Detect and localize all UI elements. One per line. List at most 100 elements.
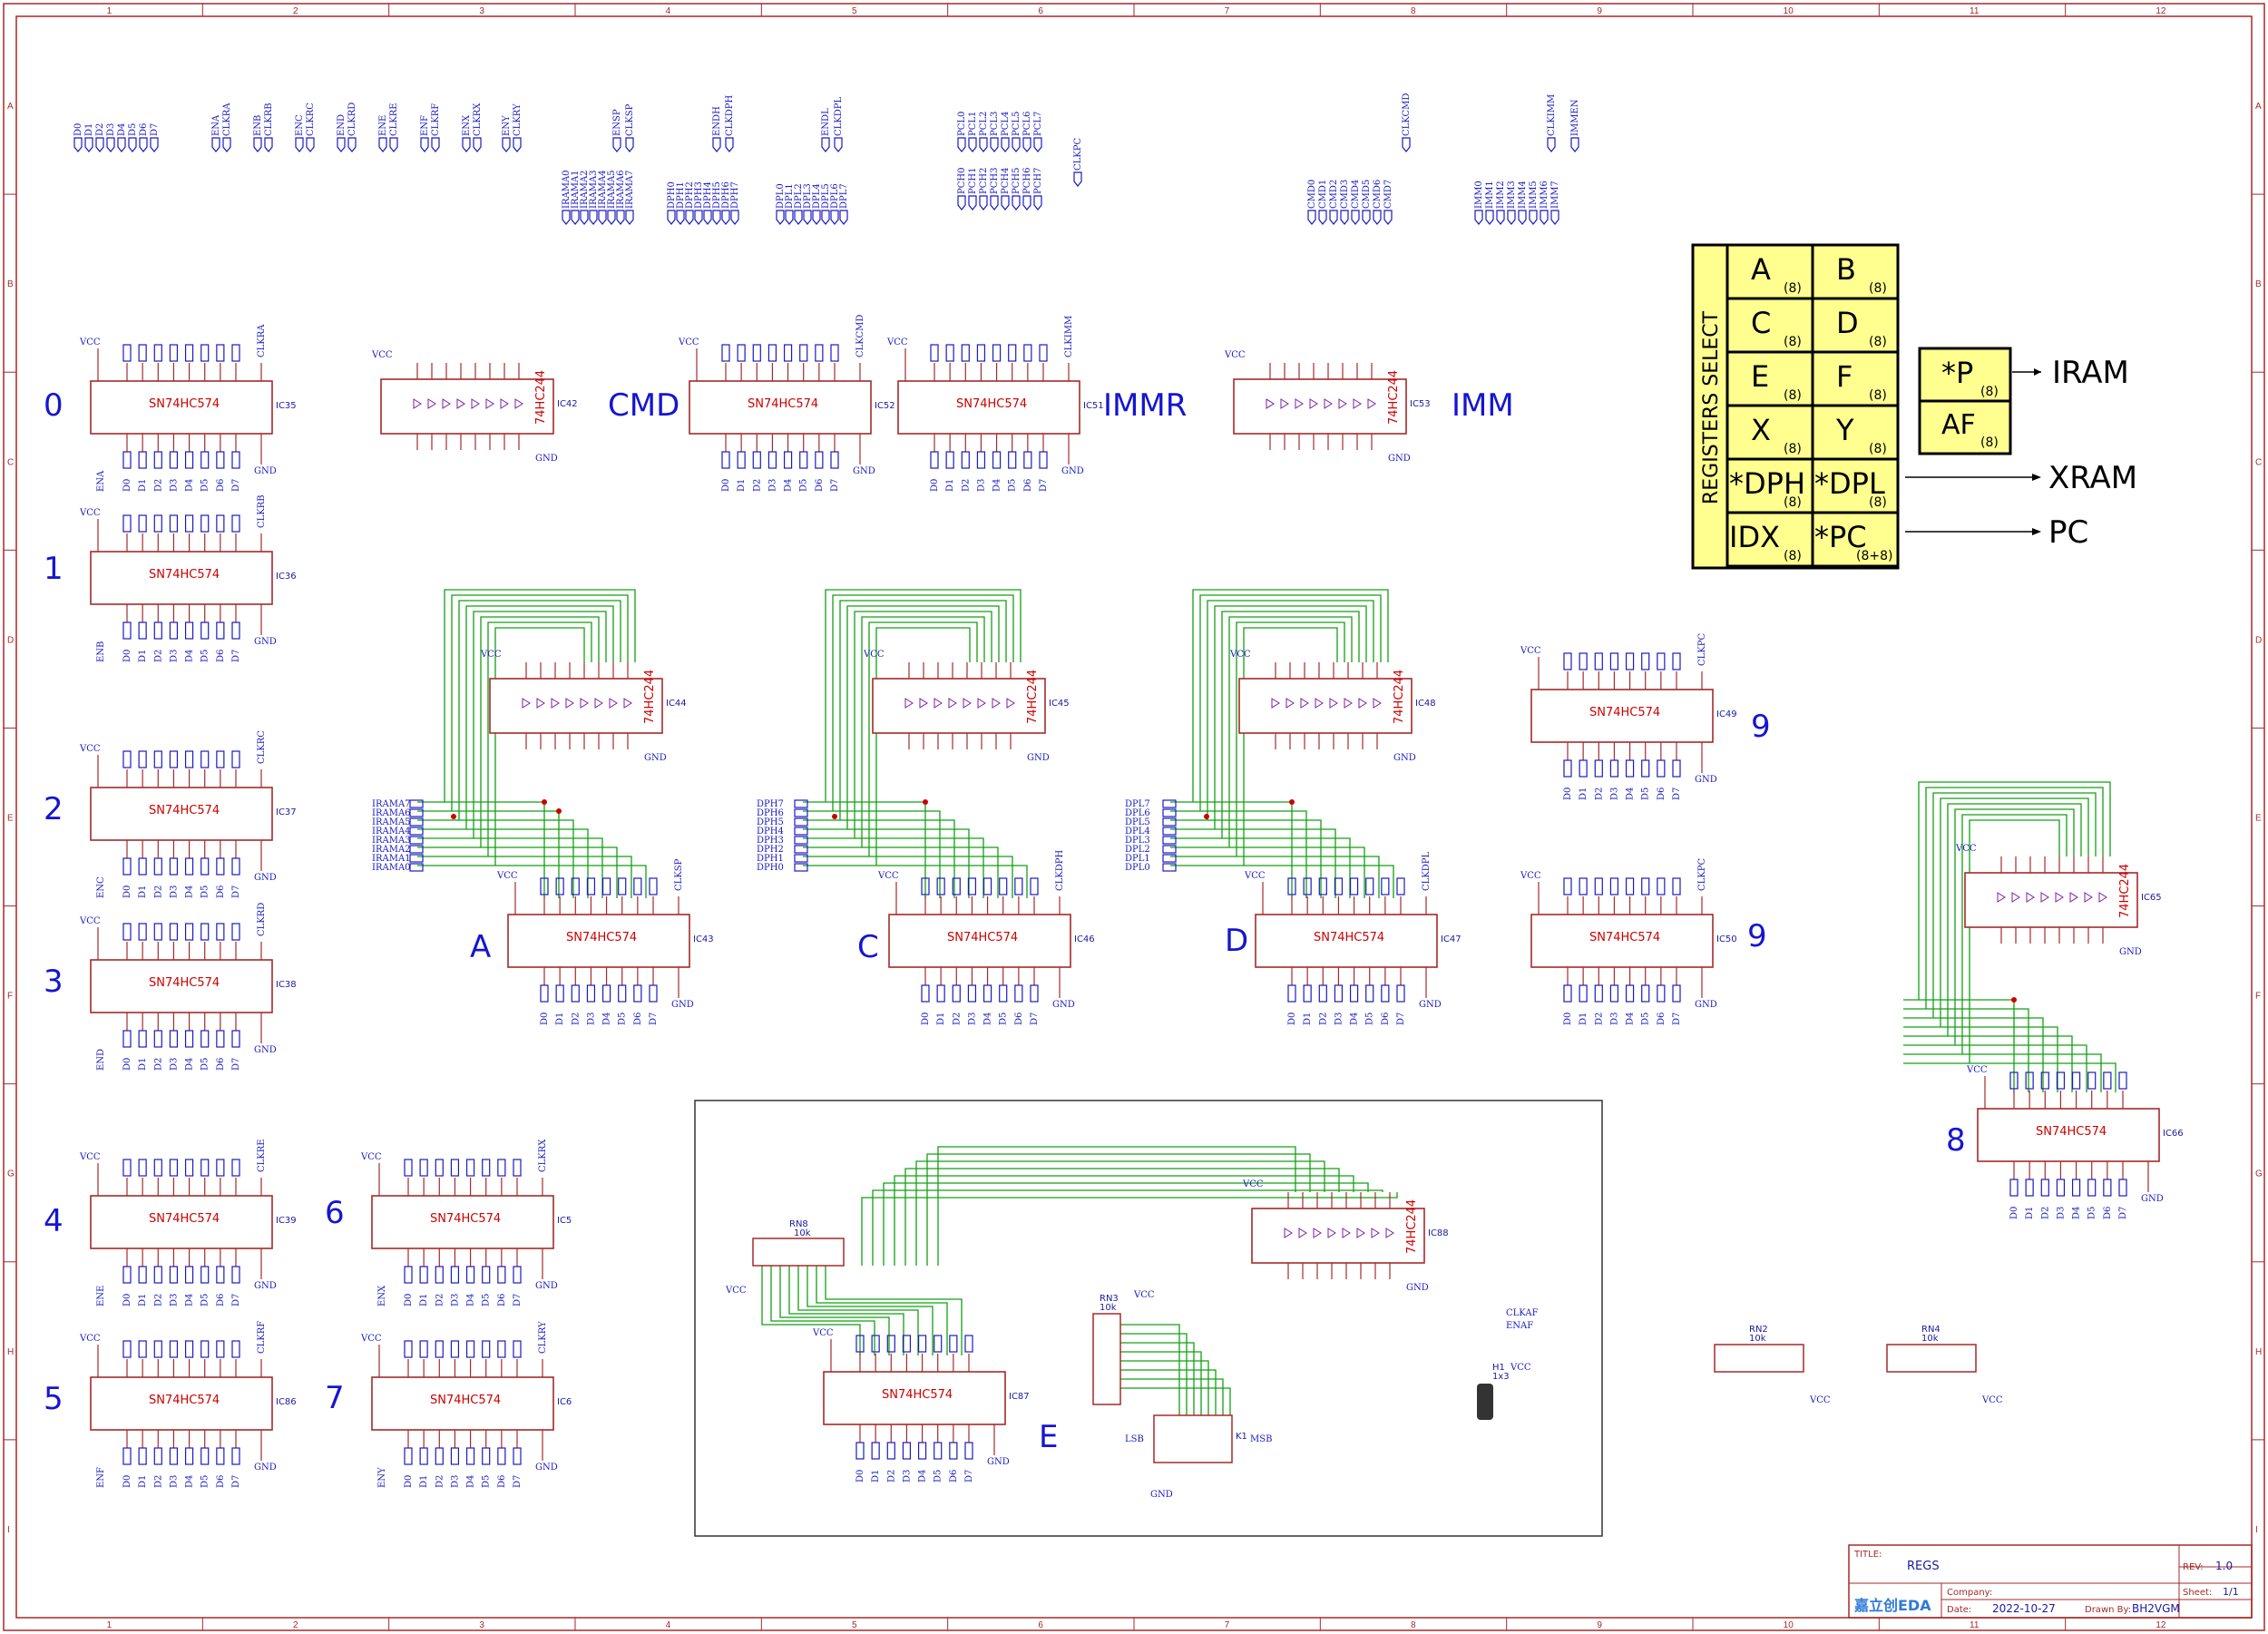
bus-net-label: IRAMA1 xyxy=(372,854,411,864)
net-label: D6 xyxy=(139,123,149,152)
cell-name: D xyxy=(1836,306,1859,340)
svg-text:VCC: VCC xyxy=(877,871,899,881)
svg-text:GND: GND xyxy=(535,454,558,464)
svg-text:PCL1: PCL1 xyxy=(968,112,978,136)
svg-text:PCL7: PCL7 xyxy=(1033,112,1043,136)
resistor-network-rn4: RN4 10k VCC xyxy=(1886,1325,2003,1405)
label-a: A xyxy=(470,929,491,965)
cell-name: F xyxy=(1836,359,1853,394)
row-marker-left: F xyxy=(7,992,13,1002)
svg-text:DPL0: DPL0 xyxy=(776,183,786,209)
svg-text:SN74HC574: SN74HC574 xyxy=(149,568,220,582)
drawn-label: Drawn By: xyxy=(2085,1605,2131,1615)
label-reg-4: 4 xyxy=(44,1203,64,1239)
svg-text:D3: D3 xyxy=(169,1294,179,1306)
svg-text:CLKPC: CLKPC xyxy=(1073,138,1083,171)
label-reg-9b: 9 xyxy=(1747,918,1767,954)
svg-text:CLKRB: CLKRB xyxy=(257,494,267,528)
arrow-xram-label: XRAM xyxy=(2048,460,2137,496)
cell-name: X xyxy=(1751,413,1771,447)
net-label: ENSP xyxy=(612,109,622,152)
net-label: PCH5 xyxy=(1012,168,1022,210)
title-label: TITLE: xyxy=(1853,1550,1882,1560)
svg-text:IC46: IC46 xyxy=(1074,934,1095,944)
svg-text:D6: D6 xyxy=(216,650,226,662)
svg-text:D6: D6 xyxy=(139,123,149,136)
net-label: DPH0 xyxy=(667,181,677,225)
svg-text:D2: D2 xyxy=(95,123,105,136)
col-marker-top: 4 xyxy=(666,6,671,16)
cell-p-size: (8) xyxy=(1980,385,1999,399)
svg-text:GND: GND xyxy=(1695,775,1717,785)
svg-text:74HC244: 74HC244 xyxy=(2118,864,2132,918)
svg-text:D4: D4 xyxy=(1626,1013,1636,1025)
bus-net-label: DPL4 xyxy=(1125,827,1150,837)
svg-text:D7: D7 xyxy=(231,1475,241,1488)
company-label: Company: xyxy=(1947,1588,1992,1598)
svg-text:DPL5: DPL5 xyxy=(821,183,831,209)
net-label: CMD7 xyxy=(1383,180,1393,225)
row-marker-right: A xyxy=(2255,102,2262,112)
svg-text:D2: D2 xyxy=(153,650,163,662)
svg-text:74HC244: 74HC244 xyxy=(1026,670,1040,724)
wire-layer: IRAMA7IRAMA6IRAMA5IRAMA4IRAMA3IRAMA2IRAM… xyxy=(372,589,2116,1415)
svg-text:ENA: ENA xyxy=(211,114,221,136)
svg-text:CMD4: CMD4 xyxy=(1351,180,1361,209)
svg-text:D7: D7 xyxy=(1672,788,1682,800)
cell-name: Y xyxy=(1835,413,1854,447)
svg-text:VCC: VCC xyxy=(360,1152,382,1162)
rn2-value: 10k xyxy=(1749,1334,1766,1344)
bus-net-label: DPL7 xyxy=(1125,799,1150,809)
svg-text:D5: D5 xyxy=(200,650,210,662)
svg-text:IRAMA1: IRAMA1 xyxy=(571,170,581,209)
svg-text:ENSP: ENSP xyxy=(612,109,622,136)
svg-text:D5: D5 xyxy=(999,1013,1009,1025)
svg-text:CLKRE: CLKRE xyxy=(257,1139,267,1172)
svg-text:SN74HC574: SN74HC574 xyxy=(149,1212,220,1226)
svg-text:GND: GND xyxy=(254,873,277,883)
svg-text:PCH6: PCH6 xyxy=(1022,168,1032,194)
net-label: ENC xyxy=(295,114,305,152)
bus-net-label: IRAMA5 xyxy=(372,817,411,827)
net-label: ENB xyxy=(253,115,263,152)
svg-text:D2: D2 xyxy=(435,1294,445,1306)
net-label: PCL3 xyxy=(990,112,1000,152)
net-label: DPL3 xyxy=(803,183,813,225)
svg-text:D7: D7 xyxy=(1030,1013,1040,1025)
svg-text:D2: D2 xyxy=(952,1013,962,1025)
cell-size: (8) xyxy=(1784,281,1802,296)
svg-text:IMMEN: IMMEN xyxy=(1570,99,1580,136)
row-marker-left: B xyxy=(7,279,14,289)
cell-size: (8+8) xyxy=(1856,549,1892,563)
section-e-box xyxy=(694,1100,1603,1537)
net-label: CLKRA xyxy=(222,103,232,152)
svg-text:D7: D7 xyxy=(513,1294,523,1306)
net-label: D2 xyxy=(95,123,105,152)
svg-text:D2: D2 xyxy=(1594,1013,1604,1025)
net-label: D4 xyxy=(117,123,127,152)
net-label: DPH6 xyxy=(721,181,731,225)
date-value: 2022-10-27 xyxy=(1992,1602,2056,1615)
net-label: PCH3 xyxy=(990,168,1000,210)
net-label: IRAMA6 xyxy=(616,170,626,225)
svg-text:ENY: ENY xyxy=(502,115,512,136)
svg-text:D2: D2 xyxy=(153,1294,163,1306)
svg-text:GND: GND xyxy=(535,1463,558,1473)
svg-text:IC50: IC50 xyxy=(1716,934,1737,944)
bus-net-label: DPL5 xyxy=(1125,817,1150,827)
svg-text:IC86: IC86 xyxy=(276,1397,297,1407)
net-label: CMD4 xyxy=(1351,180,1361,225)
svg-text:D5: D5 xyxy=(200,885,210,898)
svg-text:IC49: IC49 xyxy=(1716,709,1737,719)
net-label: ENDL xyxy=(821,108,831,152)
net-label: CLKPC xyxy=(1073,138,1083,187)
svg-text:D0: D0 xyxy=(1287,1013,1297,1025)
svg-text:D1: D1 xyxy=(936,1013,946,1025)
net-label: CMD2 xyxy=(1329,180,1339,225)
svg-text:D3: D3 xyxy=(767,479,777,492)
